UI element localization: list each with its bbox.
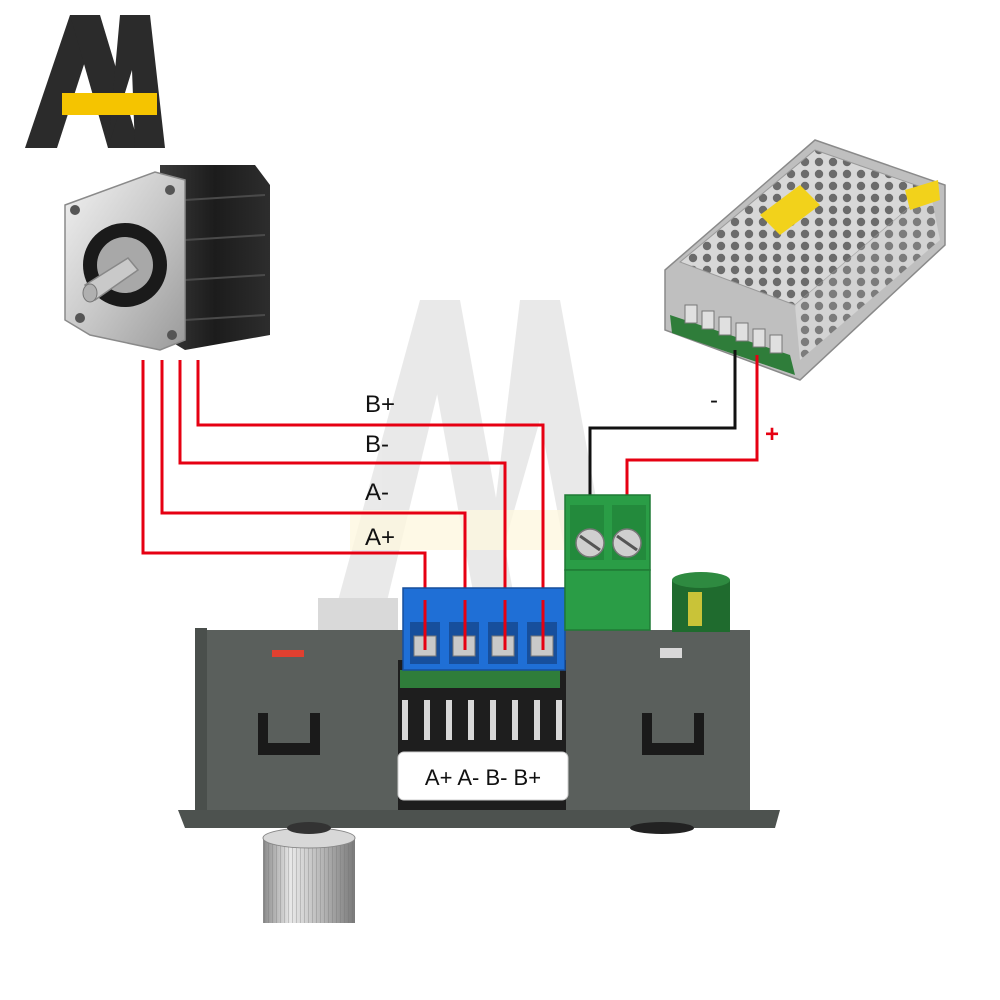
wire-b-plus bbox=[196, 360, 545, 655]
label-a-minus: A- bbox=[365, 479, 389, 506]
wire-power-plus bbox=[625, 355, 759, 520]
wire-power-minus bbox=[588, 350, 737, 520]
status-led bbox=[272, 650, 304, 657]
motor-terminal-block bbox=[402, 587, 566, 671]
label-a-plus: A+ bbox=[365, 524, 395, 551]
label-b-plus: B+ bbox=[365, 391, 395, 418]
power-supply bbox=[664, 139, 946, 381]
terminal-wire-ends bbox=[423, 600, 545, 650]
wire-a-minus bbox=[160, 360, 467, 655]
brand-logo bbox=[25, 15, 165, 148]
label-power-plus: + bbox=[765, 421, 779, 448]
rotary-knob bbox=[262, 822, 694, 923]
capacitor bbox=[672, 572, 730, 632]
power-wires bbox=[588, 350, 759, 520]
stepper-motor bbox=[64, 165, 270, 351]
power-terminal-block bbox=[564, 494, 651, 631]
label-b-minus: B- bbox=[365, 431, 389, 458]
terminal-label-plate bbox=[397, 751, 569, 801]
wire-b-minus bbox=[178, 360, 507, 655]
label-power-minus: - bbox=[710, 387, 718, 414]
terminal-label: A+ A- B- B+ bbox=[425, 765, 541, 790]
